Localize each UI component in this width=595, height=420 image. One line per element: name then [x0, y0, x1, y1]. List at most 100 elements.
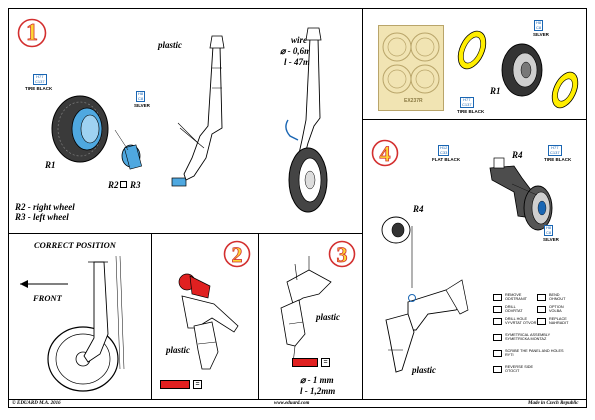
mask-circles [382, 32, 440, 94]
step2-drawing [178, 273, 239, 370]
step-4-badge: 4 [371, 139, 399, 167]
step4-r4-top: R4 [512, 150, 523, 160]
step3-plastic-label: plastic [316, 312, 340, 322]
step1-wire-label: wire [291, 35, 308, 45]
paint-code: C137 [35, 78, 45, 84]
note-right-wheel: R2 - right wheel [15, 202, 75, 212]
symmetrical-icon [493, 334, 502, 341]
step3-diameter: ⌀ - 1 mm [300, 375, 334, 385]
step1-drawing [51, 27, 328, 213]
silver-label: SILVER [543, 237, 559, 242]
etch-part-red [292, 358, 318, 367]
paint-code: H77 [463, 97, 471, 102]
correct-position-title: CORRECT POSITION [34, 240, 116, 250]
etch-part-red [160, 380, 190, 389]
legend-replace: REPLACE NAHRADIT [549, 317, 569, 326]
tire-black-label: TIRE BLACK [25, 86, 53, 91]
step4-plastic-label: plastic [412, 365, 436, 375]
front-label: FRONT [33, 293, 62, 303]
step-circle-icon [223, 240, 251, 268]
flat-black-label: FLAT BLACK [432, 157, 461, 162]
step3-length: l - 1,2mm [300, 386, 336, 396]
paint-code: H8 [536, 20, 542, 25]
step-1-badge: 1 [17, 18, 47, 48]
step-circle-icon [17, 18, 47, 48]
footer-copyright: © EDUARD M.A. 2016 [12, 401, 61, 406]
correct-position-drawing [20, 255, 125, 392]
legend-scribe: SCRIBE THE PANEL AND HOLES RYTI [505, 349, 564, 358]
silver-label: SILVER [134, 103, 150, 108]
step2-plastic-label: plastic [166, 345, 190, 355]
swap-icon [120, 181, 127, 188]
replace-icon [537, 318, 546, 325]
legend-drill: DRILL ODVRTAT [505, 305, 523, 314]
step1-plastic-label: plastic [158, 40, 182, 50]
option-icon [537, 306, 546, 313]
symbol-legend: REMOVE ODSTRANIT BEND OHNOUT DRILL ODVRT… [493, 292, 583, 397]
mask-r1-label: R1 [490, 86, 501, 96]
paint-code: C33 [440, 149, 448, 155]
instruction-sheet [8, 8, 587, 408]
paint-code: H8 [138, 91, 144, 96]
step1-r3-label: R3 [130, 180, 141, 190]
legend-option: OPTION VOLBA [549, 305, 564, 314]
step-2-number: 2 [231, 242, 243, 268]
paint-code: H77 [36, 74, 44, 79]
paint-code: C8 [138, 95, 144, 101]
paint-code: H12 [440, 145, 448, 150]
step4-drawing [489, 157, 553, 231]
bend-icon [537, 294, 546, 301]
step-circle-icon [328, 240, 356, 268]
step1-wire-length: l - 47mm [284, 57, 317, 67]
divider-step2-step3 [258, 233, 260, 400]
legend-reverse: REVERSE SIDE OTOCIT [505, 365, 534, 374]
equals-icon: = [193, 380, 202, 389]
paint-code: H77 [551, 145, 559, 150]
divider-correct-step2 [151, 233, 153, 400]
legend-symmetrical: SYMETRICAL ASSEMBLY SYMETRICKA MONTAZ [505, 333, 551, 342]
reverse-side-icon [493, 366, 502, 373]
legend-remove: REMOVE ODSTRANIT [505, 293, 527, 302]
mask-application-drawing [457, 30, 579, 109]
step-4-number: 4 [379, 141, 391, 167]
paint-code: C8 [546, 229, 552, 235]
paint-code: C137 [462, 101, 472, 107]
step1-wire-diameter: ⌀ - 0,6mm [280, 46, 319, 56]
step-3-number: 3 [336, 242, 348, 268]
footer-url: www.eduard.com [274, 401, 310, 406]
step-1-number: 1 [26, 20, 39, 47]
step-3-badge: 3 [328, 240, 356, 268]
mask-code: EX237R [404, 98, 423, 104]
paint-code: C137 [550, 149, 560, 155]
divider-top-horizontal [8, 233, 363, 235]
equals-icon: = [321, 358, 330, 367]
step4-r4-bottom: R4 [413, 204, 424, 214]
drill-hole-icon [493, 318, 502, 325]
paint-code: H8 [546, 225, 552, 230]
divider-footer [8, 399, 587, 401]
paint-code: C8 [536, 24, 542, 30]
step-circle-icon [371, 139, 399, 167]
divider-mask-step4 [362, 119, 587, 121]
tire-black-label: TIRE BLACK [457, 109, 485, 114]
step-2-badge: 2 [223, 240, 251, 268]
note-left-wheel: R3 - left wheel [15, 212, 69, 222]
tire-black-label: TIRE BLACK [544, 157, 572, 162]
divider-step3-step4 [362, 233, 364, 400]
divider-top-vertical [362, 8, 364, 234]
step1-r1-label: R1 [45, 160, 56, 170]
silver-label: SILVER [533, 32, 549, 37]
legend-drill-hole: DRILL HOLE VYVRTAT OTVOR [505, 317, 537, 326]
legend-bend: BEND OHNOUT [549, 293, 566, 302]
scribe-icon [493, 350, 502, 357]
step4-strut-drawing [381, 216, 469, 373]
footer-made-in: Made in Czech Republic [528, 401, 579, 406]
drill-icon [493, 306, 502, 313]
step1-r2-label: R2 [108, 180, 119, 190]
